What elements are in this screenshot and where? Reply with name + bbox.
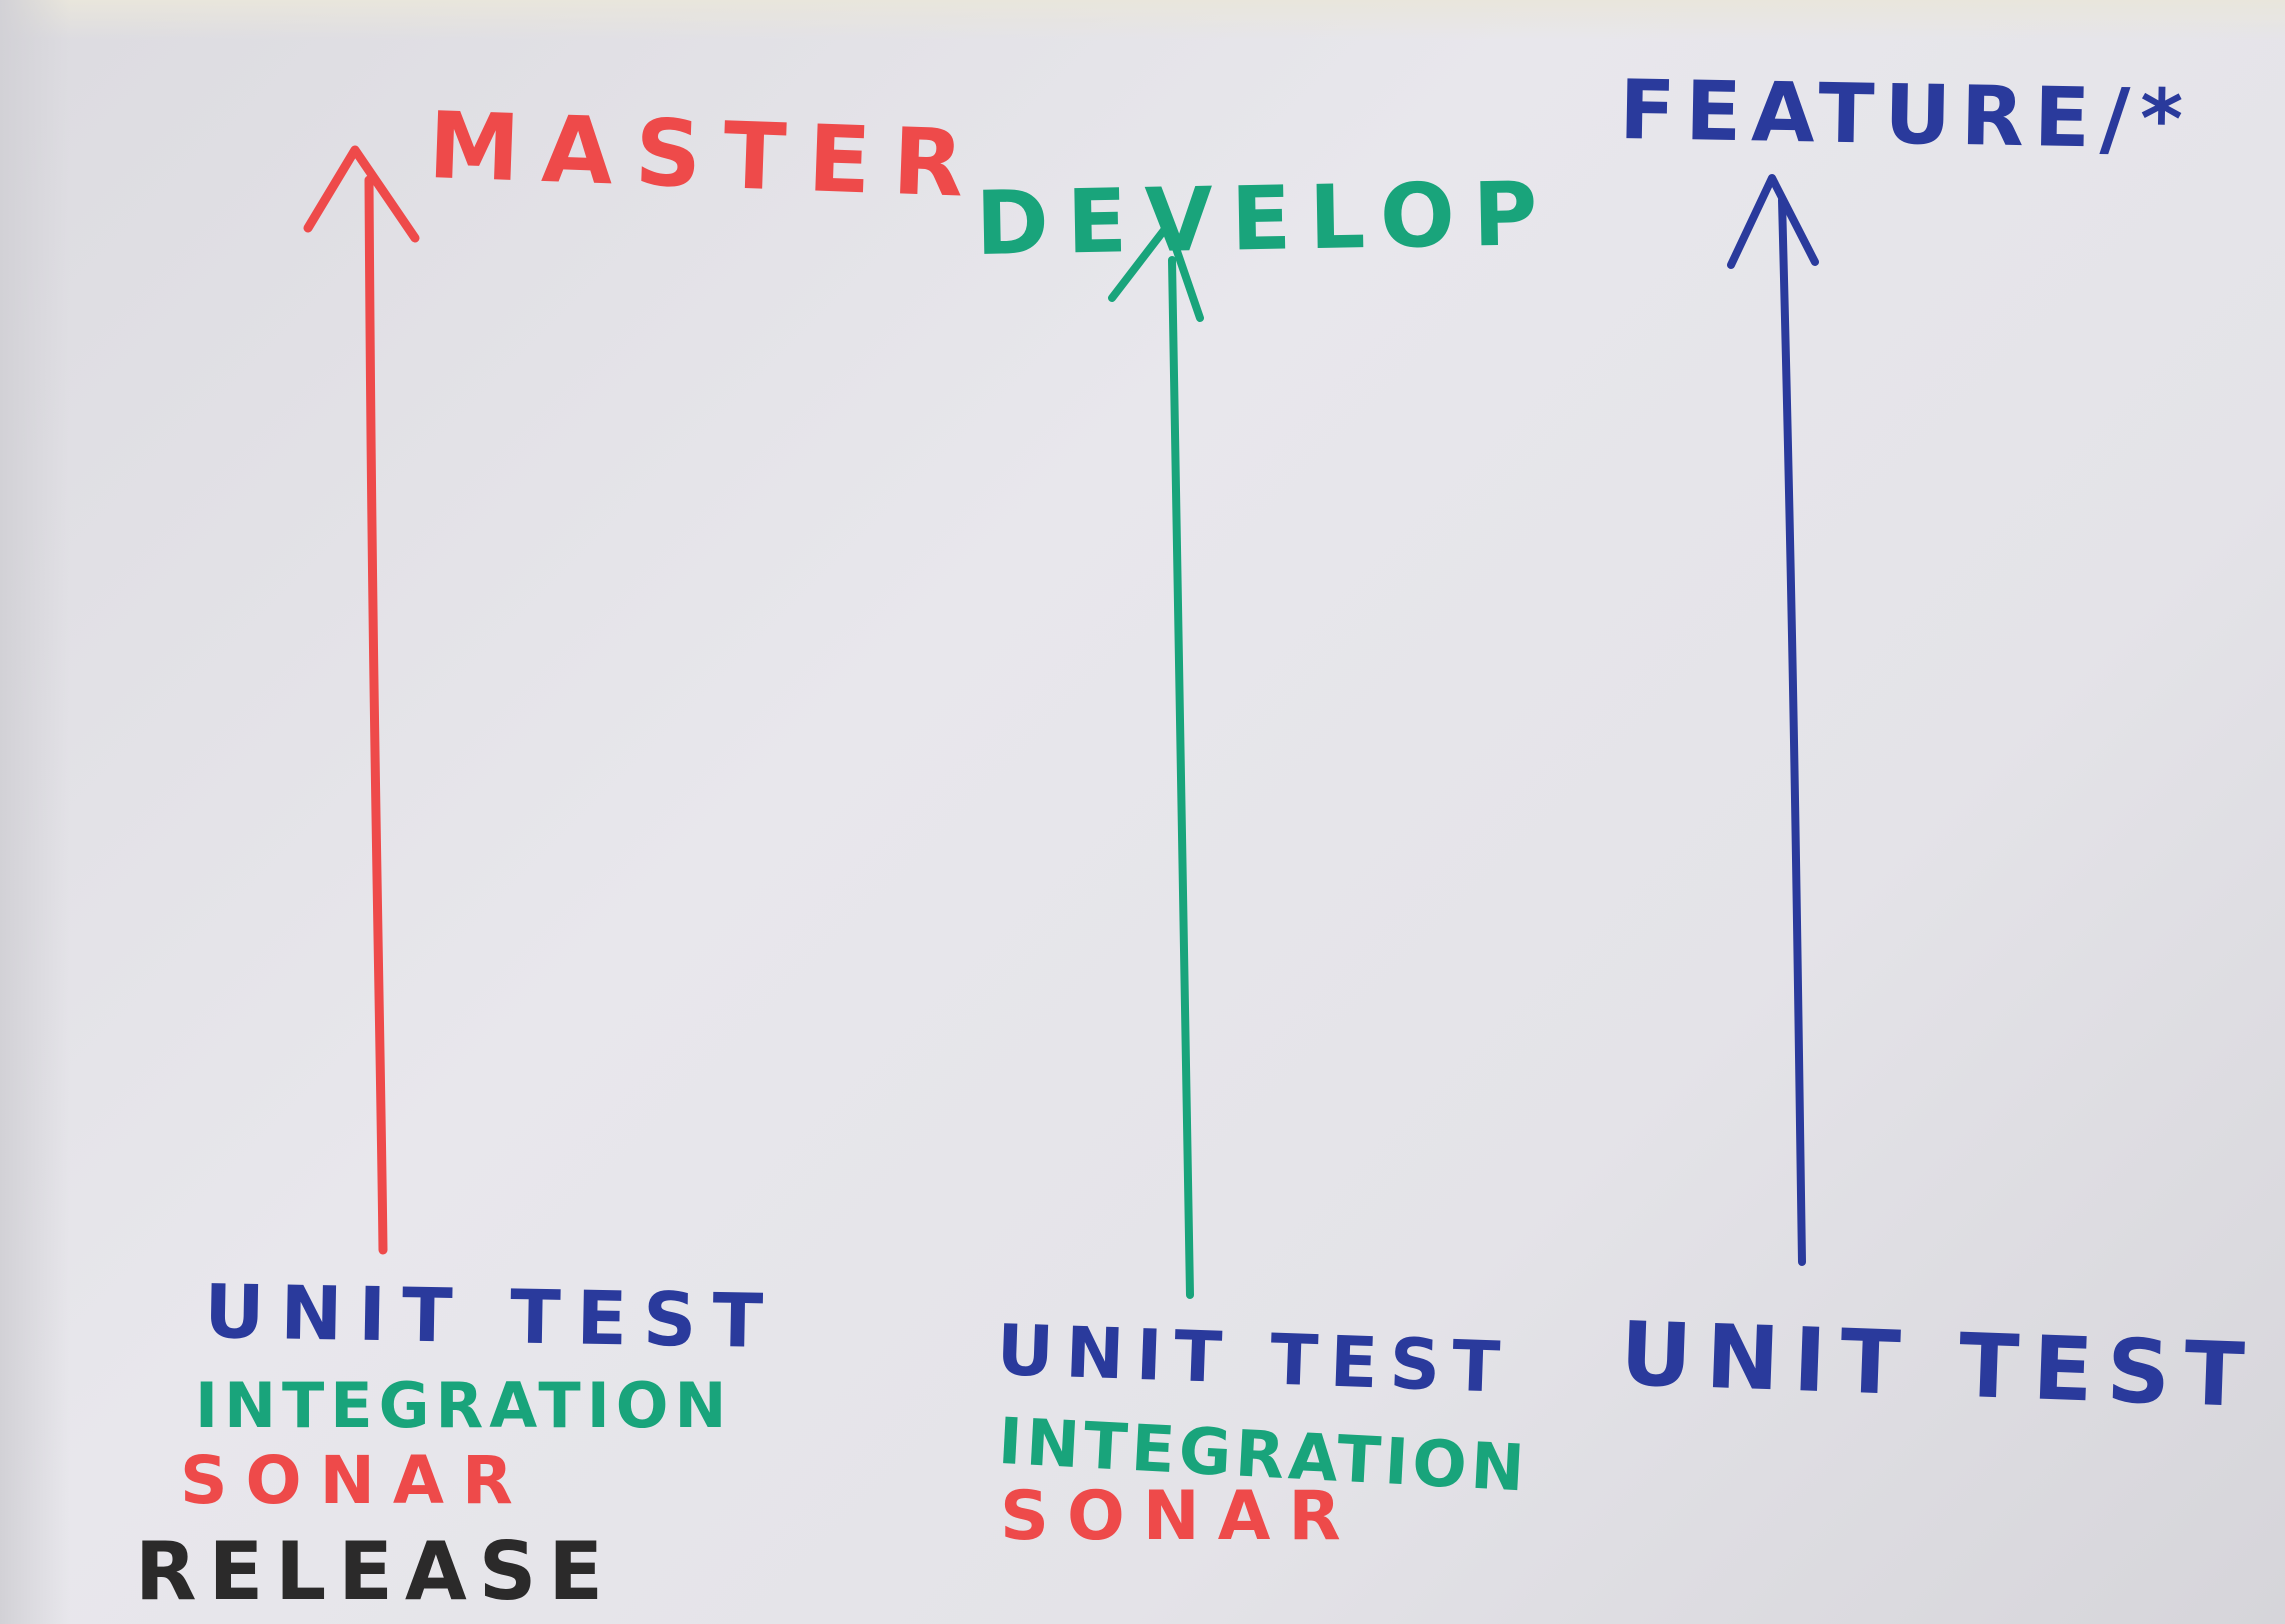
develop-step-sonar: SONAR — [1000, 1477, 1359, 1556]
master-arrow-line — [364, 175, 388, 1255]
master-branch-label: MASTER — [426, 92, 988, 219]
master-step-unit-test: UNIT TEST — [203, 1269, 780, 1366]
master-step-integration: INTEGRATION — [195, 1369, 733, 1442]
master-step-sonar: SONAR — [180, 1442, 531, 1519]
master-arrowhead — [303, 145, 420, 243]
feature-branch-label: FEATURE/* — [1618, 63, 2194, 168]
develop-step-unit-test: UNIT TEST — [995, 1309, 1514, 1409]
develop-arrowhead — [1108, 221, 1204, 322]
develop-arrow-line — [1168, 256, 1194, 1299]
feature-arrowhead — [1727, 174, 1819, 269]
master-step-release: RELEASE — [135, 1525, 616, 1618]
feature-arrow-line — [1778, 196, 1806, 1266]
develop-branch-label: DEVELOP — [974, 161, 1557, 275]
feature-step-unit-test: UNIT TEST — [1618, 1302, 2260, 1428]
